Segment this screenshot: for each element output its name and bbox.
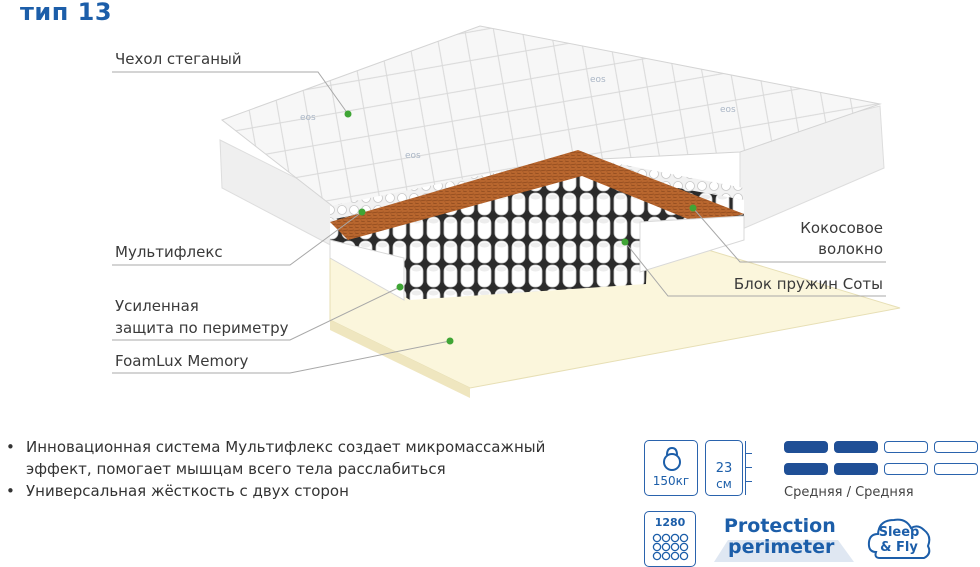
firmness-label: Средняя / Средняя: [784, 485, 914, 500]
callout-coconut-line1: Кокосовое: [800, 219, 883, 237]
perimeter-wall-front: [329, 239, 405, 301]
coconut-layer: [330, 150, 744, 240]
protection-badge-line1: Protection: [724, 515, 836, 537]
callout-memory: FoamLux Memory: [115, 352, 249, 370]
callout-dot-multiflex: [358, 208, 366, 216]
page-title: тип 13: [20, 0, 113, 26]
feature-list: Инновационная система Мультифлекс создае…: [6, 436, 576, 502]
firmness-cell-b-3: [884, 463, 928, 475]
perimeter-wall-side: [639, 215, 745, 273]
brand-logo-3: eos: [590, 75, 606, 85]
feature-text-2: Универсальная жёсткость с двух сторон: [26, 482, 349, 500]
feature-text-1b: эффект, помогает мышцам всего тела рассл…: [26, 460, 446, 478]
callout-cover: Чехол стеганый: [115, 50, 242, 68]
callout-perimeter-line2: защита по периметру: [115, 319, 289, 337]
brand-logo-2: eos: [405, 151, 421, 161]
leader-coconut: [692, 207, 886, 263]
firmness-cell-a-4: [934, 441, 978, 453]
kettlebell-icon: [663, 446, 681, 471]
brand-logo-4: eos: [720, 105, 736, 115]
feature-item: Универсальная жёсткость с двух сторон: [6, 480, 576, 502]
firmness-cell-a-3: [884, 441, 928, 453]
spring-count-value: 1280: [654, 516, 686, 529]
leader-cover: [112, 71, 349, 115]
callout-coconut-line2: волокно: [818, 240, 883, 258]
max-load-card: 150кг: [644, 440, 698, 496]
firmness-cell-b-4: [934, 463, 978, 475]
sleep-badge-line1: Sleep: [878, 525, 920, 540]
firmness-cell-b-2: [834, 463, 878, 475]
multiflex-layer: [330, 156, 744, 220]
height-scale-icon: [745, 441, 758, 495]
callout-dot-perimeter: [396, 283, 404, 291]
firmness-cell-a-1: [784, 441, 828, 453]
leader-perimeter: [112, 286, 401, 341]
sleep-fly-cloud-icon: [867, 518, 931, 559]
firmness-cell-a-2: [834, 441, 878, 453]
max-load-value: 150кг: [652, 474, 690, 488]
feature-text-1a: Инновационная система Мультифлекс создае…: [26, 438, 546, 456]
height-value: 23: [715, 461, 733, 476]
callout-dot-memory: [446, 337, 454, 345]
callout-perimeter-line1: Усиленная: [115, 297, 199, 315]
firmness-side-a: [784, 441, 978, 453]
spring-count-card: 1280: [644, 511, 696, 567]
memory-foam-edge: [330, 320, 470, 398]
feature-item: Инновационная система Мультифлекс создае…: [6, 436, 576, 480]
callout-dot-coconut: [689, 204, 697, 212]
leader-memory: [112, 340, 451, 374]
protection-shield-icon: [714, 540, 854, 562]
leader-multiflex: [112, 211, 363, 266]
protection-badge-line2: perimeter: [728, 536, 835, 558]
firmness-cell-b-1: [784, 463, 828, 475]
leader-springs: [624, 241, 886, 297]
height-card: 23 см: [705, 440, 743, 496]
height-unit: см: [716, 477, 732, 491]
callout-dot-springs: [621, 238, 629, 246]
firmness-scale: [784, 441, 980, 485]
brand-logo-1: eos: [300, 113, 316, 123]
callout-springs: Блок пружин Соты: [733, 275, 883, 293]
mattress-illustration: eos eos eos eos: [112, 25, 901, 398]
callout-dot-cover: [344, 110, 352, 118]
sleep-badge-line2: & Fly: [880, 540, 918, 555]
spring-grid-icon: [652, 533, 689, 561]
callout-multiflex: Мультифлекс: [115, 243, 223, 261]
firmness-side-b: [784, 463, 978, 475]
